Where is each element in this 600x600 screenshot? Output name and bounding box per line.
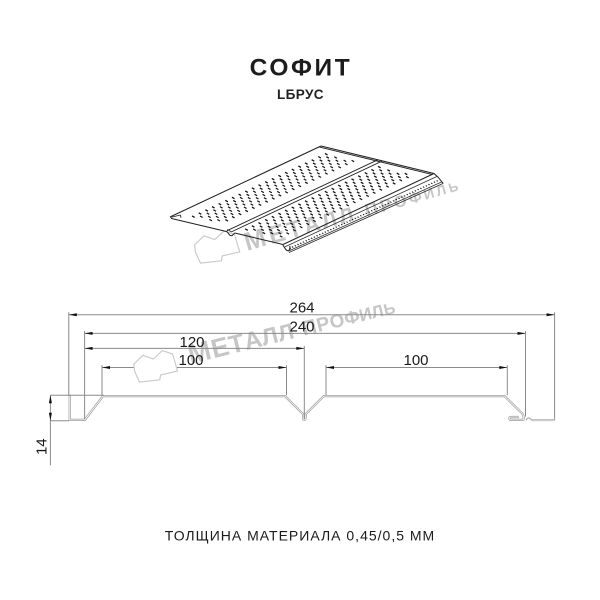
svg-text:СОФИТ: СОФИТ [250,54,353,81]
svg-text:О: О [392,191,409,212]
svg-text:П: П [299,315,319,341]
svg-text:Ф: Ф [342,306,362,329]
svg-text:П: П [362,198,380,221]
svg-text:100: 100 [178,352,203,369]
svg-text:О: О [328,310,347,334]
svg-text:Т: Т [226,329,248,360]
svg-text:Л: Л [259,321,281,350]
svg-text:Л: Л [370,301,386,322]
svg-text:Л: Л [434,182,447,199]
svg-text:264: 264 [289,299,314,316]
svg-text:14: 14 [33,438,50,455]
svg-text:100: 100 [403,352,428,369]
svg-text:Л: Л [275,318,296,346]
svg-text:Р: Р [314,312,332,337]
svg-text:LБРУС: LБРУС [277,87,324,102]
svg-text:ТОЛЩИНА МАТЕРИАЛА 0,45/0,5 ММ: ТОЛЩИНА МАТЕРИАЛА 0,45/0,5 ММ [165,528,435,544]
svg-text:Ь: Ь [447,179,460,196]
svg-text:240: 240 [289,318,314,335]
svg-text:Ф: Ф [407,188,424,208]
svg-text:Л: Л [319,208,340,234]
svg-text:М: М [240,222,269,257]
svg-text:120: 120 [179,334,204,351]
svg-text:И: И [422,185,436,203]
